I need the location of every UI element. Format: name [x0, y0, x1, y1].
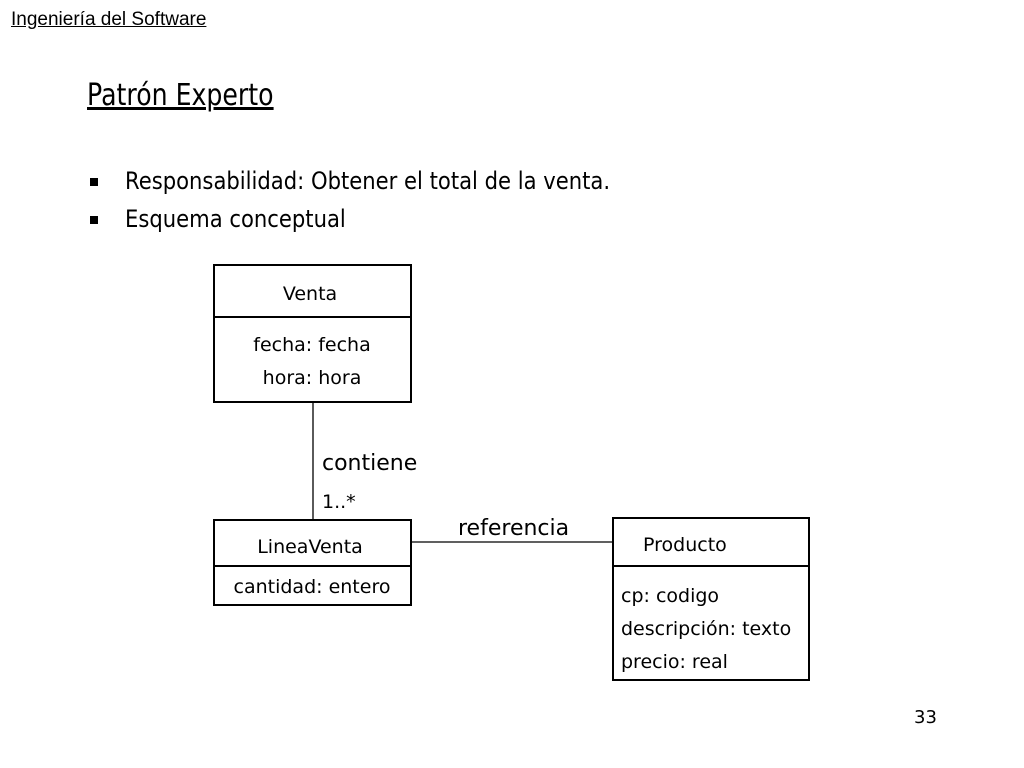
class-producto: Producto cp: codigo descripción: texto p… [612, 517, 810, 681]
bullet-text: Responsabilidad: Obtener el total de la … [125, 167, 611, 195]
bullet-item-responsabilidad: Responsabilidad: Obtener el total de la … [88, 167, 728, 199]
class-linea-venta: LineaVenta cantidad: entero [213, 519, 412, 606]
class-producto-name: Producto [643, 534, 727, 556]
class-linea-venta-name: LineaVenta [257, 536, 363, 558]
class-linea-venta-attribute: cantidad: entero [234, 576, 391, 598]
course-name: Ingeniería del Software [11, 9, 207, 30]
class-venta-attribute: fecha: fecha [253, 334, 370, 356]
class-producto-attribute: descripción: texto [621, 618, 791, 640]
class-producto-box [612, 517, 810, 681]
square-bullet-icon [90, 216, 98, 224]
class-venta-name: Venta [283, 283, 337, 305]
class-venta-box [213, 264, 412, 403]
bullet-item-esquema: Esquema conceptual [88, 205, 728, 237]
class-producto-attribute: precio: real [621, 651, 728, 673]
association-referencia-label: referencia [458, 516, 569, 541]
class-producto-attribute: cp: codigo [621, 585, 719, 607]
bullet-text: Esquema conceptual [125, 205, 346, 233]
class-venta-attribute: hora: hora [263, 367, 362, 389]
class-venta: Venta fecha: fecha hora: hora [213, 264, 412, 403]
page-number: 33 [914, 707, 937, 728]
slide-title: Patrón Experto [87, 78, 274, 113]
association-contiene-label: contiene [322, 451, 417, 476]
association-contiene-multiplicity: 1..* [322, 491, 356, 513]
square-bullet-icon [90, 178, 98, 186]
class-linea-venta-box [213, 519, 412, 606]
